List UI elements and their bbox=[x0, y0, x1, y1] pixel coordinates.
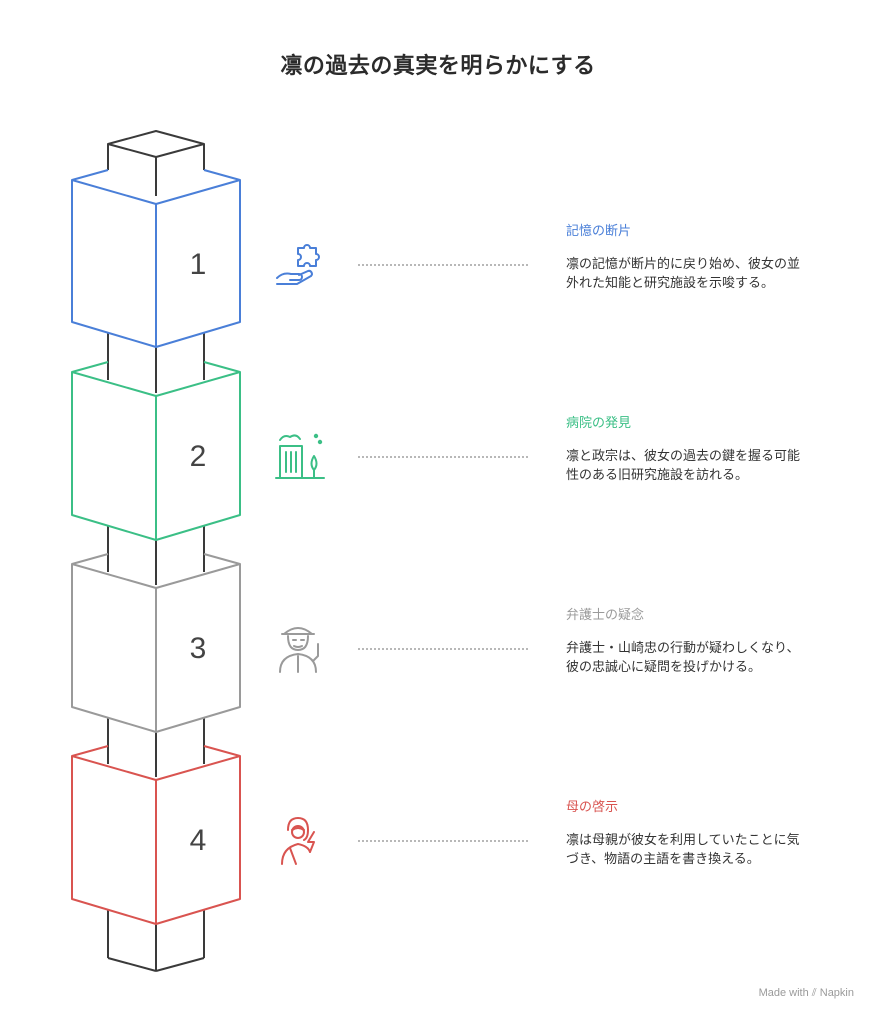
block-1 bbox=[71, 169, 241, 348]
step-2-description: 凛と政宗は、彼女の過去の鍵を握る可能性のある旧研究施設を訪れる。 bbox=[566, 449, 801, 483]
napkin-watermark: Made with ⫽ Napkin bbox=[759, 987, 854, 1000]
connector-3 bbox=[358, 648, 528, 650]
shaft-segment-3 bbox=[107, 718, 205, 777]
page-title: 凛の過去の真実を明らかにする bbox=[280, 54, 596, 79]
shaft-bottom bbox=[107, 910, 205, 972]
building-tree-icon bbox=[275, 433, 325, 479]
step-4-title: 母の啓示 bbox=[566, 800, 619, 815]
brand-label: Napkin bbox=[819, 987, 854, 999]
step-3-title: 弁護士の疑念 bbox=[566, 608, 645, 623]
step-3-description: 弁護士・山崎忠の行動が疑わしくなり、彼の忠誠心に疑問を投げかける。 bbox=[566, 641, 800, 675]
step-4-description: 凛は母親が彼女を利用していたことに気づき、物語の主語を書き換える。 bbox=[566, 833, 800, 867]
made-with-label: Made with bbox=[758, 987, 809, 999]
block-4-number: 4 bbox=[189, 824, 207, 857]
shaft-segment-2 bbox=[107, 526, 205, 585]
block-4 bbox=[71, 745, 241, 925]
block-3-number: 3 bbox=[189, 632, 207, 665]
step-2-title: 病院の発見 bbox=[566, 416, 632, 431]
suspicious-person-icon bbox=[279, 627, 319, 673]
block-2 bbox=[71, 361, 241, 541]
puzzle-hand-icon bbox=[276, 244, 320, 285]
step-1-title: 記憶の断片 bbox=[566, 224, 632, 239]
step-1-description: 凛の記憶が断片的に戻り始め、彼女の並外れた知能と研究施設を示唆する。 bbox=[566, 257, 801, 291]
block-3 bbox=[71, 553, 241, 733]
woman-lightning-icon bbox=[281, 817, 315, 865]
block-2-number: 2 bbox=[189, 440, 207, 473]
connector-4 bbox=[358, 840, 528, 842]
shaft-top bbox=[107, 130, 205, 196]
block-1-number: 1 bbox=[189, 248, 207, 281]
napkin-logo-icon: ⫽ bbox=[811, 987, 817, 999]
connector-2 bbox=[358, 456, 528, 458]
shaft-segment-1 bbox=[107, 333, 205, 393]
connector-1 bbox=[358, 264, 528, 266]
